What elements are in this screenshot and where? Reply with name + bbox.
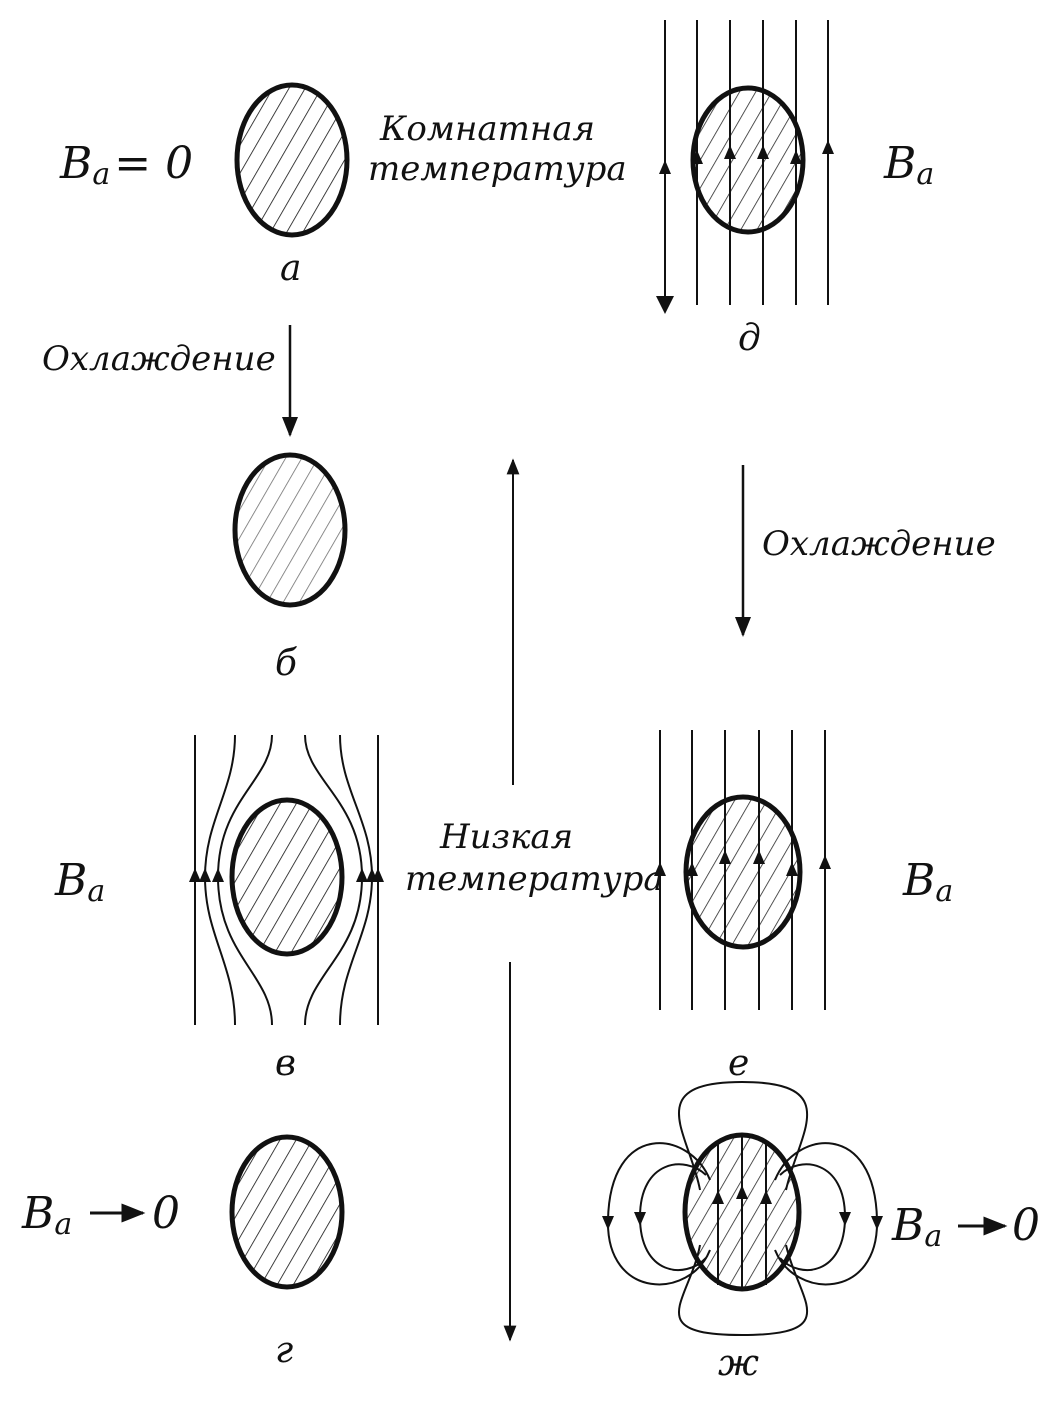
cooling-label-right: Охлаждение: [762, 524, 996, 564]
field-label-d: Ba: [883, 138, 934, 192]
panel-letter-e: е: [728, 1043, 749, 1084]
room-temp-line1: Комнатная: [379, 109, 595, 149]
panel-letter-b: б: [275, 643, 298, 684]
cooling-arrow-right: Охлаждение: [735, 465, 996, 637]
trapped-flux-arrows-zh: [712, 1136, 772, 1288]
field-target-zh: 0: [1012, 1200, 1040, 1251]
panel-d: Ba д: [656, 20, 934, 359]
room-temp-line2: температура: [368, 149, 627, 189]
sample-v: [229, 797, 345, 957]
field-label-zh: Ba: [891, 1200, 942, 1254]
panel-e: Ba е: [654, 730, 953, 1084]
center-arrows: [503, 458, 520, 1342]
panel-letter-a: а: [280, 248, 301, 289]
field-label-g: Ba: [21, 1188, 72, 1242]
low-temp-line2: температура: [405, 859, 664, 899]
panel-letter-zh: ж: [718, 1343, 759, 1384]
sample-e: [683, 794, 803, 950]
panel-g: Ba 0 г: [21, 1134, 345, 1371]
low-temp-line1: Низкая: [439, 817, 573, 857]
field-target-g: 0: [152, 1188, 180, 1239]
panel-zh: Ba 0 ж: [602, 1080, 1040, 1384]
sample-b: [232, 452, 348, 608]
field-label-a: Ba= 0: [59, 138, 193, 192]
panel-letter-v: в: [275, 1043, 296, 1084]
panel-v: Ba в: [54, 734, 384, 1084]
field-lines-v: [189, 734, 384, 1026]
panel-letter-g: г: [275, 1330, 293, 1371]
field-label-e: Ba: [902, 855, 953, 909]
panel-a: Ba= 0 а: [59, 82, 350, 289]
panel-b: б: [232, 452, 348, 684]
field-lines-zh: [602, 1080, 883, 1337]
cooling-arrow-left: Охлаждение: [42, 325, 298, 437]
panel-letter-d: д: [738, 318, 761, 359]
sample-d: [690, 85, 806, 235]
field-label-v: Ba: [54, 855, 105, 909]
sample-a: [234, 82, 350, 238]
cooling-label-left: Охлаждение: [42, 339, 276, 379]
sample-g: [229, 1134, 345, 1290]
